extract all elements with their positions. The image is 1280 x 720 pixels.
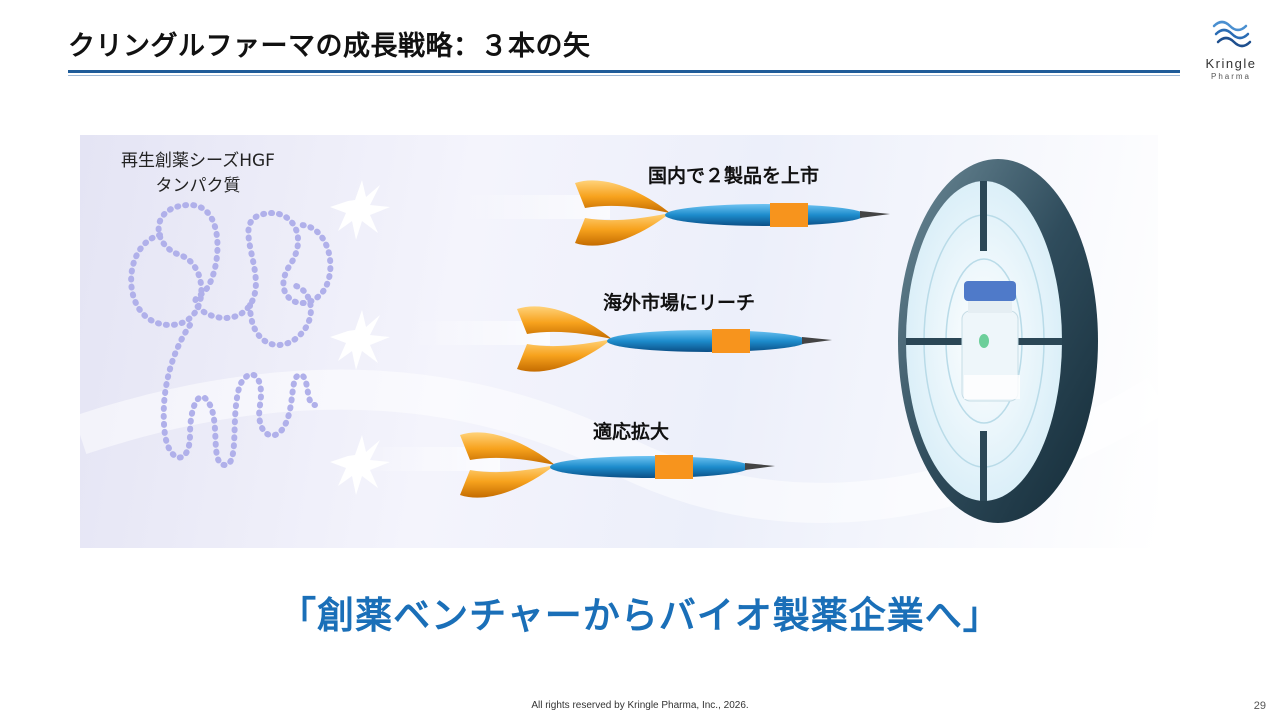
slogan: 「創薬ベンチャーからバイオ製薬企業へ」 — [279, 594, 1001, 637]
protein-label-line1: 再生創薬シーズHGF — [121, 151, 275, 171]
arrow-label-3: 適応拡大 — [593, 421, 670, 443]
illustration-canvas — [80, 159, 1158, 523]
protein-label: 再生創薬シーズHGF タンパク質 — [118, 149, 278, 199]
arrow-label-1: 国内で２製品を上市 — [648, 165, 820, 187]
dart-3-band — [655, 455, 693, 479]
logo-name: Kringle — [1205, 56, 1257, 71]
copyright-footer: All rights reserved by Kringle Pharma, I… — [531, 700, 749, 711]
company-logo: Kringle Pharma — [1196, 16, 1266, 88]
dart-1-band — [770, 203, 808, 227]
illustration-panel: 再生創薬シーズHGF タンパク質 国内で２製品を上市 海外市場にリーチ 適応拡大 — [80, 135, 1158, 548]
hgf-protein-structure — [128, 201, 334, 469]
arrow-label-2: 海外市場にリーチ — [603, 292, 756, 314]
title-rule — [68, 70, 1180, 73]
dart-2-band — [712, 329, 750, 353]
vial-icon — [961, 281, 1020, 402]
title-rule-thin — [68, 75, 1180, 76]
dart-2 — [517, 306, 832, 372]
dart-1 — [575, 180, 890, 246]
page-number: 29 — [1253, 700, 1266, 712]
kringle-logo-icon — [1212, 20, 1252, 48]
dart-3 — [460, 432, 775, 498]
logo-subname: Pharma — [1210, 72, 1251, 81]
target-scope — [898, 159, 1098, 523]
protein-label-line2: タンパク質 — [155, 176, 241, 196]
slide-title: クリングルファーマの成長戦略：３本の矢 — [68, 31, 591, 62]
